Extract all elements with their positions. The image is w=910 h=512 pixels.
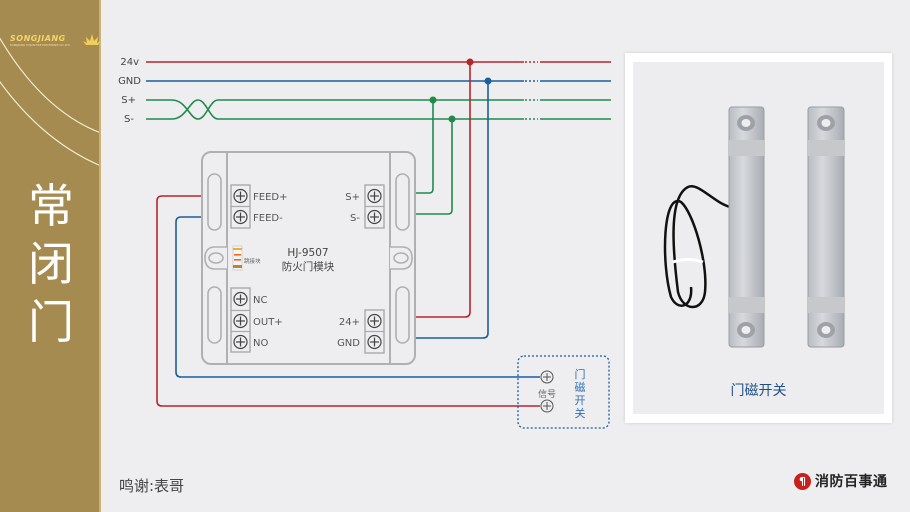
- screw-icon: [233, 209, 248, 225]
- product-photo: 门磁开关: [633, 62, 884, 414]
- photo-caption: 门磁开关: [730, 383, 787, 399]
- cable: [663, 184, 731, 309]
- company-logo: SONGJIANG SONGJIANG YUNAN FIRE ELECTRONI…: [10, 34, 101, 50]
- bus-label-24v: 24v: [120, 57, 139, 68]
- door-contact-box: [517, 355, 610, 429]
- wire-s-plus-drop: [415, 100, 434, 194]
- jumper-block: [232, 245, 243, 271]
- fire-extinguisher-logo-icon: ¶: [794, 472, 811, 490]
- logo-brand-text: SONGJIANG: [10, 34, 66, 43]
- door-contact-char: 磁: [575, 381, 586, 394]
- credit-text: 鸣谢:表哥: [119, 477, 185, 495]
- logo-subtitle: SONGJIANG YUNAN FIRE ELECTRONIC CO.,LTD.: [10, 44, 71, 47]
- wire-gnd-drop: [415, 81, 489, 339]
- door-contact-char: 关: [575, 406, 586, 420]
- screw-icon: [233, 313, 248, 329]
- screw-icon: [233, 188, 248, 204]
- screw-icon: [367, 188, 382, 204]
- terminal-label-gnd: GND: [337, 338, 360, 349]
- decorative-arcs: [0, 37, 101, 167]
- terminal-block-output: [230, 287, 251, 353]
- wire-24v-drop: [415, 62, 471, 318]
- jumper-label: 跳接块: [244, 257, 261, 265]
- screw-icon: [367, 209, 382, 225]
- mount-slot: [207, 173, 222, 231]
- title-char: 常: [28, 179, 74, 233]
- bus-s-minus-line: [146, 99, 611, 120]
- terminal-label-feed-plus: FEED+: [253, 192, 287, 203]
- sidebar: SONGJIANG SONGJIANG YUNAN FIRE ELECTRONI…: [0, 0, 101, 512]
- mount-slot: [207, 286, 222, 344]
- title-char: 门: [28, 295, 74, 349]
- screw-icon: [233, 334, 248, 350]
- mount-slot: [395, 173, 410, 231]
- module-model: HJ-9507: [287, 247, 328, 259]
- page-title: 常 闭 门: [23, 177, 79, 351]
- product-photo-card: 门磁开关: [625, 53, 892, 423]
- terminal-label-s-minus: S-: [350, 213, 360, 224]
- title-char: 闭: [28, 237, 74, 291]
- magnetic-door-switch-image: [663, 106, 845, 348]
- door-contact-char: 门: [575, 367, 586, 381]
- fire-door-module: [201, 151, 416, 365]
- bus-label-s-plus: S+: [121, 95, 136, 106]
- screw-icon: [233, 291, 248, 307]
- mount-ear-right: [390, 246, 413, 270]
- sidebar-edge: [99, 0, 101, 512]
- screw-icon: [367, 313, 382, 329]
- terminal-block-signal: [364, 184, 385, 229]
- footer-brand-name: 消防百事通: [815, 474, 888, 490]
- bus-label-gnd: GND: [118, 76, 141, 87]
- mount-slot: [395, 286, 410, 344]
- signal-label: 信号: [538, 388, 556, 400]
- door-contact-terminal-2: [540, 399, 554, 413]
- module-name: 防火门模块: [282, 260, 335, 273]
- terminal-label-s-plus: S+: [345, 192, 360, 203]
- terminal-label-24-plus: 24+: [339, 317, 360, 328]
- wire-feed-plus-loop: [156, 195, 540, 407]
- terminal-label-nc: NC: [253, 295, 267, 306]
- terminal-label-feed-minus: FEED-: [253, 213, 283, 224]
- lotus-crown-icon: [83, 34, 101, 45]
- terminal-block-feed: [230, 184, 251, 229]
- wire-s-minus-drop: [415, 119, 453, 215]
- mount-ear-left: [204, 246, 227, 270]
- terminal-block-power: [364, 309, 385, 354]
- bus-label-s-minus: S-: [124, 114, 134, 125]
- door-contact-terminal-1: [540, 370, 554, 384]
- door-contact-char: 开: [575, 394, 586, 407]
- bus-s-plus-line: [146, 99, 611, 120]
- terminal-blocks: [230, 184, 385, 354]
- terminal-label-out-plus: OUT+: [253, 317, 283, 328]
- footer-brand: ¶ 消防百事通: [794, 472, 888, 490]
- wire-feed-minus-loop: [175, 216, 540, 378]
- terminal-label-no: NO: [253, 338, 268, 349]
- screw-icon: [367, 334, 382, 350]
